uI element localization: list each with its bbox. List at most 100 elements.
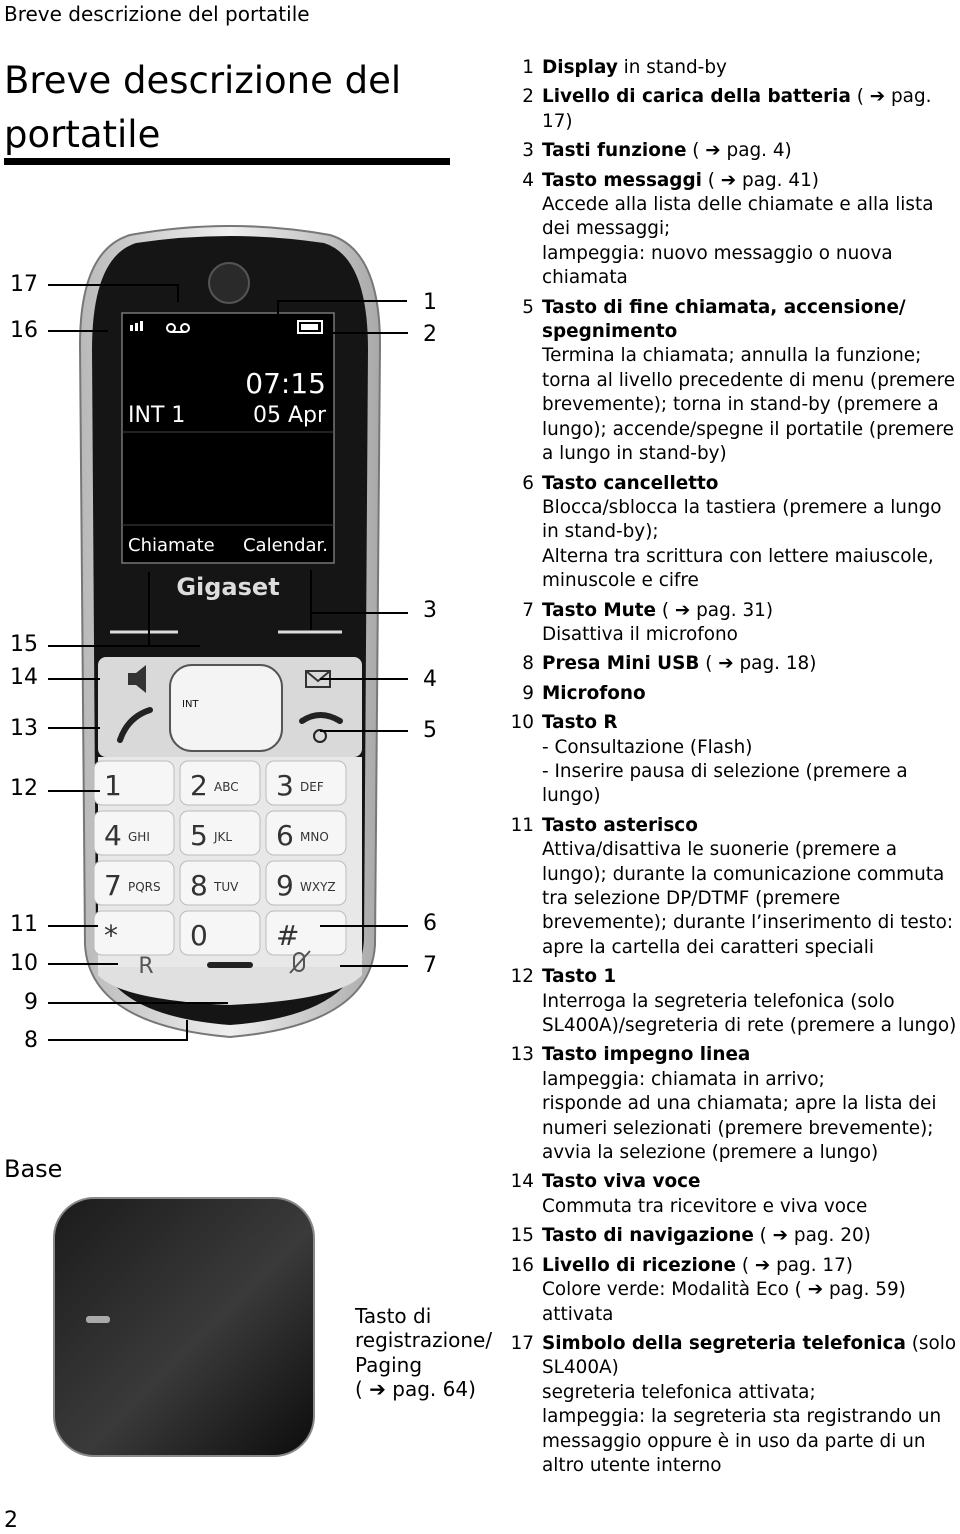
paging-key-label: Tasto di registrazione/ Paging ( ➔ pag. … <box>355 1304 505 1402</box>
legend-number: 15 <box>510 1225 534 1247</box>
keypad-key[interactable] <box>265 810 347 856</box>
callout-16: 16 <box>10 318 38 343</box>
legend-description: Alterna tra scrittura con lettere maiusc… <box>542 545 934 592</box>
keypad-key[interactable] <box>179 910 261 956</box>
callout-8: 8 <box>24 1028 38 1053</box>
leader-line <box>310 570 312 630</box>
legend-heading: Tasto R <box>542 711 960 735</box>
r-key[interactable]: R <box>138 954 153 979</box>
mute-icon[interactable] <box>289 950 311 974</box>
callout-4: 4 <box>423 667 437 692</box>
softkey-left-label: Chiamate <box>128 535 215 556</box>
legend-title: Tasto di fine chiamata, accensione/ speg… <box>542 296 906 343</box>
key-letters: DEF <box>300 780 324 794</box>
legend-number: 7 <box>522 599 534 621</box>
navigation-key[interactable] <box>169 664 283 752</box>
paging-key-label-line-1: Tasto di <box>355 1304 432 1328</box>
legend-description: - Inserire pausa di selezione (premere a… <box>542 760 908 807</box>
legend-title: Livello di carica della batteria <box>542 86 851 108</box>
leader-line <box>320 678 408 680</box>
end-call-key-icon[interactable] <box>299 712 343 724</box>
legend-description: lampeggia: la segreteria sta registrando… <box>542 1406 942 1476</box>
callout-14: 14 <box>10 665 38 690</box>
key-digit: 7 <box>104 869 122 902</box>
callout-7: 7 <box>423 953 437 978</box>
legend-heading: Livello di ricezione ( ➔ pag. 17) <box>542 1254 960 1278</box>
callout-3: 3 <box>423 598 437 623</box>
legend-reference: ( ➔ pag. 31) <box>656 599 774 621</box>
key-digit: 6 <box>276 819 294 852</box>
keypad-key[interactable] <box>265 760 347 806</box>
key-letters: JKL <box>213 830 232 844</box>
callout-10: 10 <box>10 951 38 976</box>
callout-5: 5 <box>423 718 437 743</box>
display-time: 07:15 <box>245 367 326 400</box>
leader-line <box>48 790 100 792</box>
leader-line <box>320 730 408 732</box>
legend-reference: ( ➔ pag. 18) <box>699 653 817 675</box>
answering-machine-icon <box>166 323 190 333</box>
legend-description: lampeggia: nuovo messaggio o nuova chiam… <box>542 242 893 289</box>
leader-line <box>148 572 150 647</box>
keypad-key[interactable] <box>179 860 261 906</box>
legend-heading: Tasto 1 <box>542 965 960 989</box>
keypad-key[interactable] <box>93 910 175 956</box>
keypad-key[interactable] <box>179 760 261 806</box>
callout-11: 11 <box>10 912 38 937</box>
display-handset-name: INT 1 <box>128 403 185 428</box>
keypad-key[interactable] <box>179 810 261 856</box>
legend-title: Tasto di navigazione <box>542 1225 754 1247</box>
legend-heading: Tasto messaggi ( ➔ pag. 41) <box>542 169 960 193</box>
legend-number: 16 <box>510 1254 534 1276</box>
legend-number: 17 <box>510 1332 534 1354</box>
keypad-key[interactable] <box>93 810 175 856</box>
leader-line <box>48 284 178 286</box>
legend-number: 10 <box>510 712 534 734</box>
legend-number: 11 <box>510 814 534 836</box>
leader-line <box>48 678 100 680</box>
leader-line <box>277 300 407 302</box>
key-digit: 8 <box>190 869 208 902</box>
callout-6: 6 <box>423 911 437 936</box>
paging-button[interactable] <box>86 1316 110 1323</box>
legend-entry: 15 Tasto di navigazione ( ➔ pag. 20) <box>508 1224 960 1248</box>
legend-heading: Presa Mini USB ( ➔ pag. 18) <box>542 652 960 676</box>
keypad-key[interactable] <box>93 760 175 806</box>
page-title-line-1: Breve descrizione del <box>4 59 402 102</box>
running-head: Breve descrizione del portatile <box>4 2 310 26</box>
key-digit: * <box>104 919 118 952</box>
keypad-key[interactable] <box>93 860 175 906</box>
talk-key-icon[interactable] <box>117 707 153 743</box>
leader-line <box>48 925 98 927</box>
keypad-key[interactable] <box>265 860 347 906</box>
legend-description: segreteria telefonica attivata; <box>542 1381 816 1403</box>
legend-description: Colore verde: Modalità Eco ( ➔ pag. 59) … <box>542 1279 906 1325</box>
leader-line <box>48 1039 188 1041</box>
legend-description: Blocca/sblocca la tastiera (premere a lu… <box>542 496 942 543</box>
callout-12: 12 <box>10 776 38 801</box>
key-letters: TUV <box>213 880 239 894</box>
key-letters: PQRS <box>128 880 161 894</box>
legend-title: Presa Mini USB <box>542 653 700 675</box>
leader-line <box>186 1020 188 1040</box>
leader-line <box>340 965 408 967</box>
legend-reference: ( ➔ pag. 41) <box>701 169 819 191</box>
leader-line <box>177 284 179 302</box>
legend-heading: Tasto cancelletto <box>542 472 960 496</box>
legend-reference: ( ➔ pag. 20) <box>753 1225 871 1247</box>
key-digit: 2 <box>190 769 208 802</box>
legend-title: Tasto 1 <box>542 966 617 988</box>
callout-2: 2 <box>423 322 437 347</box>
leader-line <box>48 963 118 965</box>
legend-heading: Tasto di fine chiamata, accensione/ speg… <box>542 296 960 345</box>
legend-reference: (solo SL400A) <box>542 1332 957 1379</box>
legend-description: Termina la chiamata; annulla la funzione… <box>542 345 956 465</box>
legend-number: 5 <box>522 296 534 318</box>
title-rule <box>4 158 450 165</box>
